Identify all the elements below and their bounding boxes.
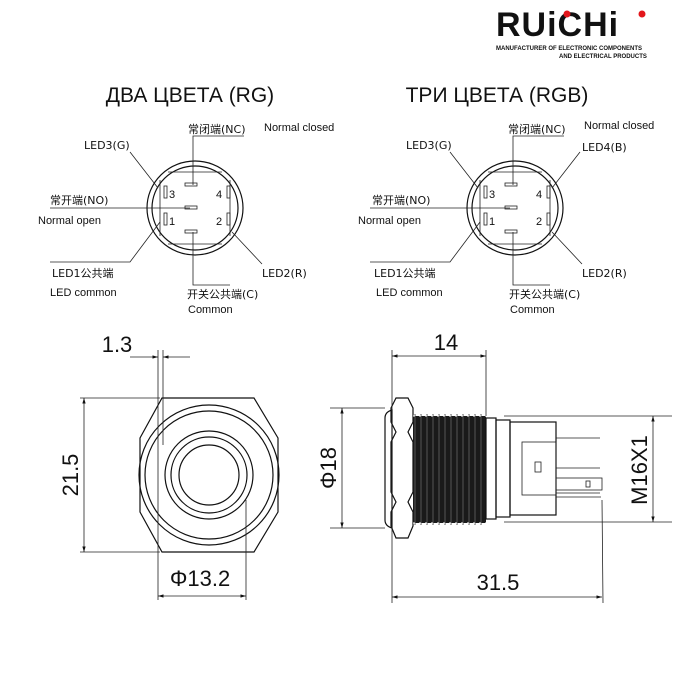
side-view-drawing: 14 Φ18 M16X1 31.5 [316,330,672,604]
logo-tagline-1: MANUFACTURER OF ELECTRONIC COMPONENTS [496,46,642,52]
dim-total-length: 31.5 [477,570,520,595]
pin-3-label: 3 [169,189,175,201]
led3-label: LED3(G) [406,139,452,152]
ruichi-logo: RUiCHi MANUFACTURER OF ELECTRONIC COMPON… [496,6,647,60]
logo-dot-icon [638,10,646,18]
logo-tagline-2: AND ELECTRICAL PRODUCTS [559,54,647,60]
pin-2-label: 2 [536,216,542,228]
front-view-drawing: 21.5 1.3 Φ13.2 [58,332,280,600]
nc-label-cn: 常闭端(NC) [508,123,566,136]
led1-label-cn: LED1公共端 [374,267,436,280]
nc-label-en: Normal closed [584,120,654,132]
no-label-cn: 常开端(NO) [372,194,430,207]
nc-label-cn: 常闭端(NC) [188,123,246,136]
common-label-cn: 开关公共端(C) [509,287,580,301]
two-color-title: ДВА ЦВЕТА (RG) [106,84,274,107]
three-color-pinout: ТРИ ЦВЕТА (RGB) 3 4 1 2 常闭端(NC) Normal c… [358,84,654,316]
three-color-title: ТРИ ЦВЕТА (RGB) [406,84,589,107]
no-label-en: Normal open [358,215,421,227]
common-label-en: Common [510,304,555,316]
pin-1-label: 1 [489,216,495,228]
dim-height: 21.5 [58,454,83,497]
logo-brand: RUiCHi [496,6,619,44]
no-label-cn: 常开端(NO) [50,194,108,207]
nc-label-en: Normal closed [264,122,334,134]
no-label-en: Normal open [38,215,101,227]
dim-length-front: 14 [434,330,458,355]
pin-4-label: 4 [216,189,222,201]
led1-label-en: LED common [376,287,443,299]
dim-ring: 1.3 [102,332,133,357]
led3-label: LED3(G) [84,139,130,152]
led1-label-cn: LED1公共端 [52,267,114,280]
two-color-pinout: ДВА ЦВЕТА (RG) 3 4 1 2 常闭端(NC) Normal cl… [38,84,334,316]
led1-label-en: LED common [50,287,117,299]
led2-label: LED2(R) [262,267,307,280]
dim-thread: M16X1 [627,435,652,505]
pin-2-label: 2 [216,216,222,228]
logo-dot-icon [563,10,571,18]
led4-label: LED4(B) [582,141,627,154]
led2-label: LED2(R) [582,267,627,280]
dim-diameter: Φ13.2 [170,566,230,591]
dim-diameter-side: Φ18 [316,447,341,489]
pin-3-label: 3 [489,189,495,201]
common-label-cn: 开关公共端(C) [187,287,258,301]
common-label-en: Common [188,304,233,316]
pin-1-label: 1 [169,216,175,228]
pin-4-label: 4 [536,189,542,201]
